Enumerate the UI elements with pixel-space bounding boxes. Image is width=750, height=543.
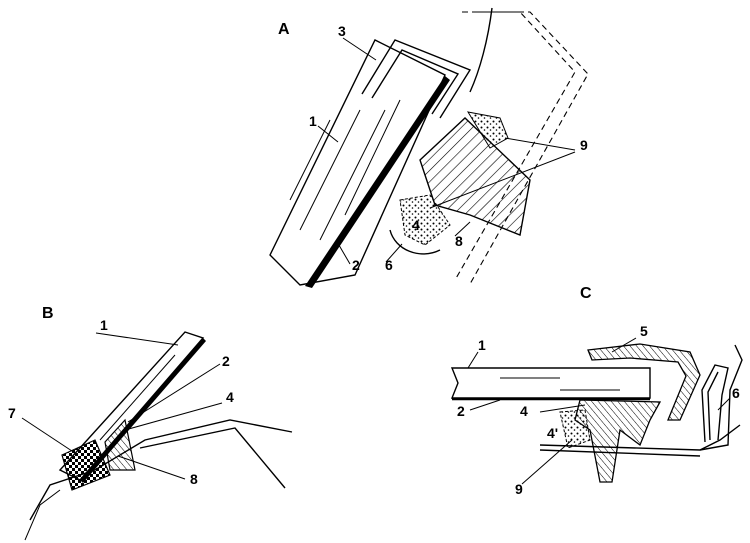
view-b-gasket: [61, 439, 111, 491]
view-c-label-2: 2: [457, 403, 465, 419]
view-b-hatched-bead: [104, 418, 136, 471]
view-c-label-9: 9: [515, 481, 523, 497]
view-a-label-1: 1: [309, 113, 317, 129]
view-c-leader-9: [521, 439, 573, 485]
view-c-label-1: 1: [478, 337, 486, 353]
view-c-leader-5: [611, 337, 637, 353]
view-c-body-panel: [539, 424, 741, 451]
view-a-label-6: 6: [385, 257, 393, 273]
view-b: B 1 2 4 7 8: [8, 305, 293, 541]
view-a-pillar: [469, 7, 493, 93]
view-b-leader-8: [117, 455, 186, 480]
view-a-label-9: 9: [580, 137, 588, 153]
view-a: A 3 1 9 4 8 2 6: [269, 7, 589, 288]
view-a-label-8: 8: [455, 233, 463, 249]
view-a-leader-2: [335, 239, 351, 265]
view-b-leader-7: [21, 417, 79, 456]
view-c-leader-6: [717, 397, 731, 411]
view-b-label-1: 1: [100, 317, 108, 333]
view-c-clip-outer: [699, 344, 743, 451]
view-c-label-4: 4: [520, 403, 528, 419]
view-b-body-edge: [24, 489, 61, 541]
view-a-title: A: [278, 21, 290, 38]
view-c-leader-4: [539, 404, 586, 413]
view-a-adhesive-layer: [305, 76, 450, 288]
view-b-label-8: 8: [190, 471, 198, 487]
view-c-clip: [701, 364, 729, 443]
view-a-trim-clip: [361, 39, 472, 119]
view-c-title: C: [580, 285, 592, 302]
view-b-leader-2: [127, 363, 221, 423]
view-c-glass-pane: [450, 367, 651, 399]
view-c-glass-streaks: [500, 377, 620, 391]
view-a-spacer: [389, 229, 441, 255]
view-a-label-3: 3: [338, 23, 346, 39]
view-c-leader-2: [469, 399, 501, 411]
view-c-body-panel-lower: [539, 449, 701, 457]
view-b-leader-4: [124, 402, 223, 431]
view-c-trim: [587, 343, 701, 421]
view-c-sealant: [559, 409, 591, 449]
view-c: C 5 1 6 2 4 4' 9: [450, 285, 743, 497]
view-a-leader-1: [317, 125, 339, 143]
view-b-label-2: 2: [222, 353, 230, 369]
view-a-leader-9a: [504, 137, 576, 151]
view-a-label-4: 4: [412, 217, 420, 233]
view-a-glass-streaks: [289, 99, 401, 241]
view-a-leader-6: [385, 243, 403, 263]
view-c-label-5: 5: [640, 323, 648, 339]
view-a-glass-pane: [269, 39, 446, 286]
view-b-title: B: [42, 305, 54, 322]
view-a-leader-8: [454, 221, 471, 237]
view-b-label-7: 7: [8, 405, 16, 421]
view-b-label-4: 4: [226, 389, 234, 405]
view-b-leader-1: [95, 332, 179, 346]
view-c-leader-1: [467, 351, 479, 369]
view-a-leader-3: [342, 37, 377, 61]
view-a-leader-9b: [429, 151, 576, 209]
view-a-sealant-lower: [399, 194, 451, 246]
view-b-glass-streak: [99, 354, 176, 441]
view-c-label-6: 6: [732, 385, 740, 401]
view-c-label-4-prime: 4': [547, 425, 558, 441]
view-a-label-2: 2: [352, 257, 360, 273]
view-a-sealant-upper: [466, 111, 509, 149]
